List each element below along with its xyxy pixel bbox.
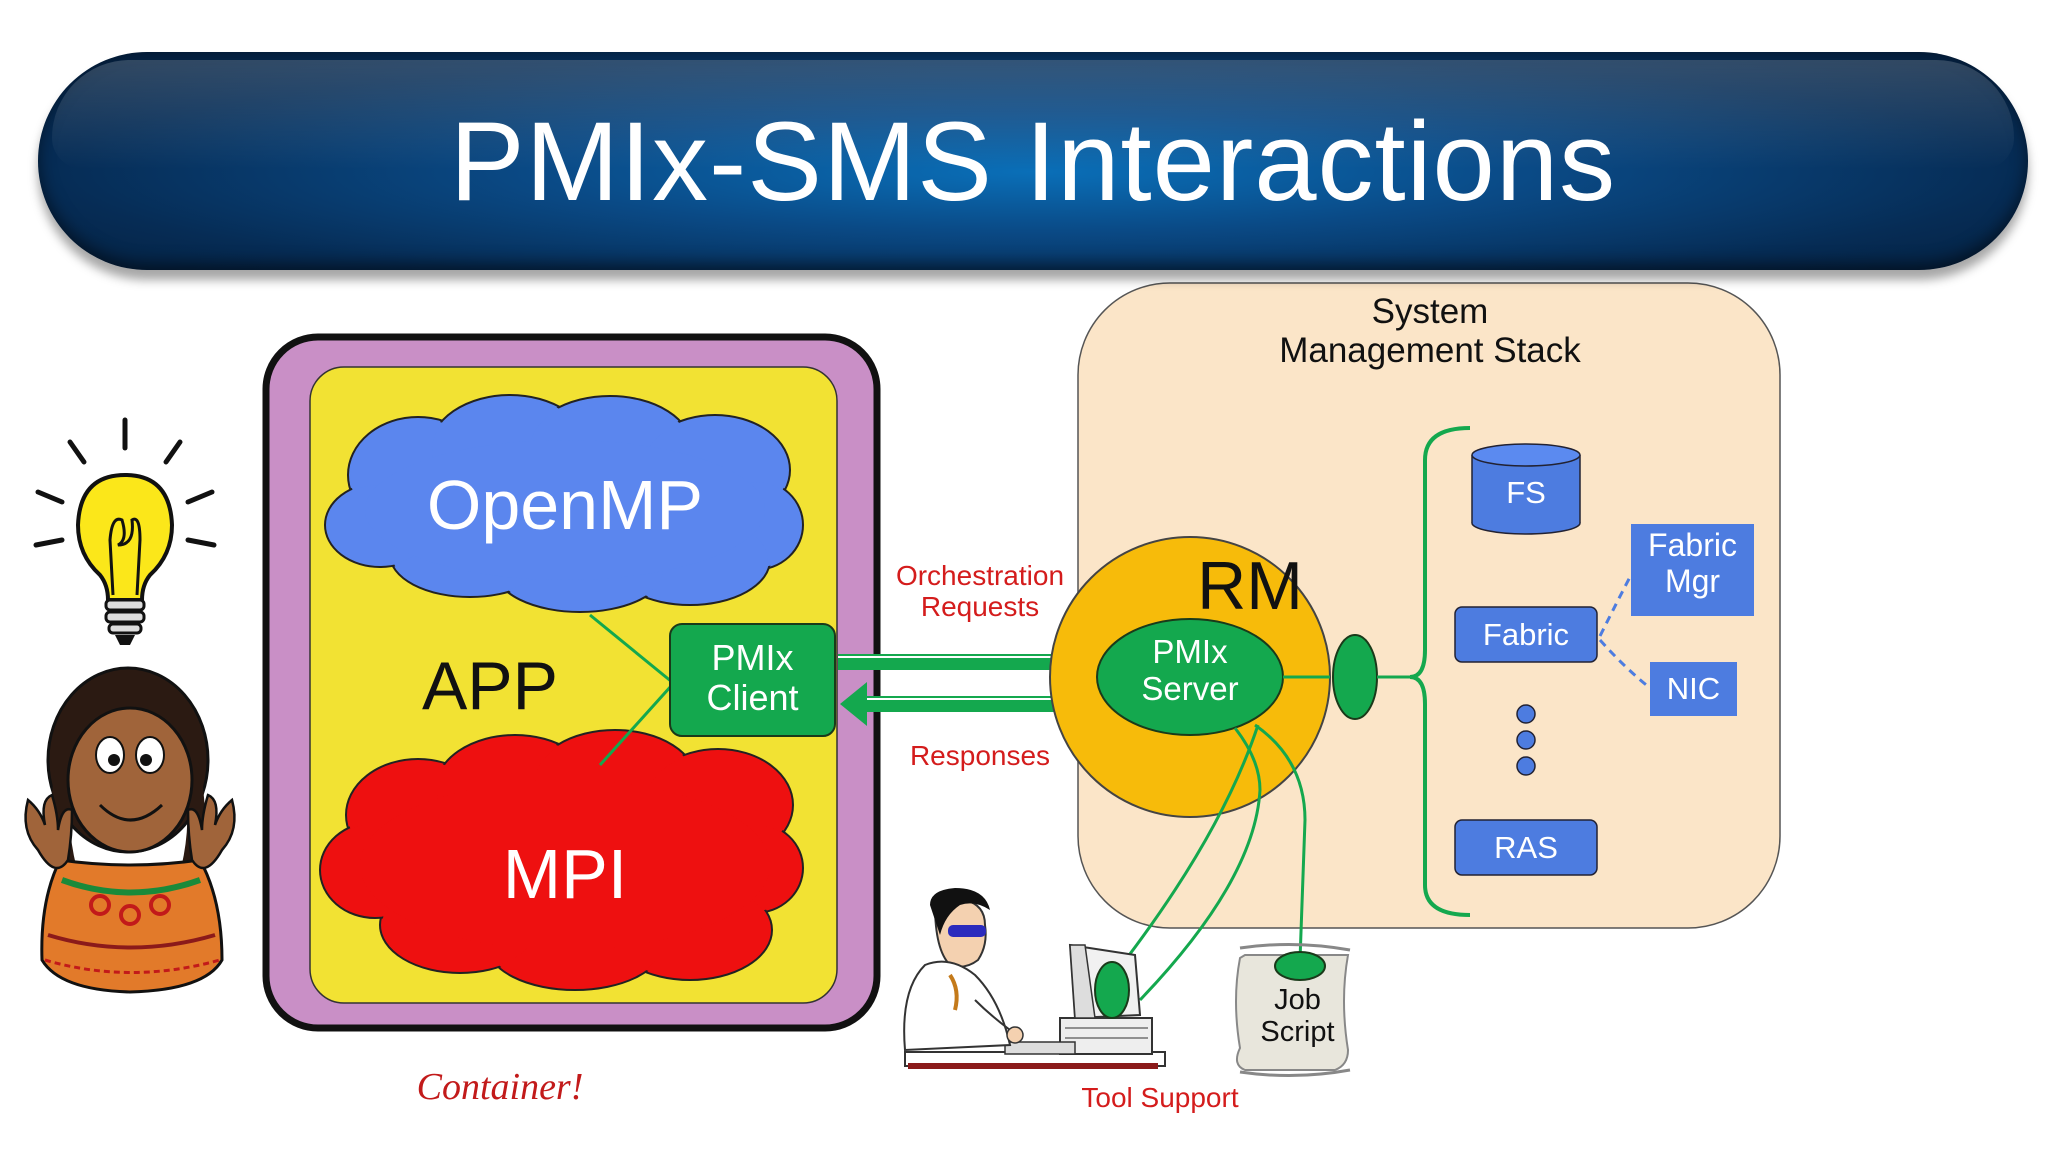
job-script-label: Job Script <box>1260 984 1335 1049</box>
orchestration-requests-label: Orchestration Requests <box>895 560 1065 623</box>
pmix-server-label: PMIx Server <box>1141 633 1239 707</box>
fs-cylinder <box>1471 443 1581 535</box>
app-label: APP <box>421 648 559 724</box>
tool-link-2 <box>1138 727 1262 1002</box>
title-banner: PMIx-SMS Interactions <box>38 52 2028 270</box>
nic-label: NIC <box>1666 671 1721 706</box>
sms-title: System Management Stack <box>1279 292 1581 371</box>
cartoon-woman-illustration <box>24 666 236 994</box>
lightbulb-icon <box>33 417 217 645</box>
fabric-mgr-box <box>1631 524 1754 616</box>
ras-label: RAS <box>1494 830 1558 865</box>
container-caption: Container! <box>416 1066 584 1108</box>
pmix-client-label: PMIx Client <box>706 637 799 719</box>
developer-at-computer-illustration <box>903 888 1166 1069</box>
fabric-label: Fabric <box>1482 617 1570 652</box>
mpi-client-link <box>598 683 674 767</box>
fabric-mgr-label: Fabric Mgr <box>1648 527 1737 599</box>
responses-label: Responses <box>909 740 1051 771</box>
mpi-label: MPI <box>502 835 628 913</box>
tool-support-label: Tool Support <box>1081 1082 1239 1113</box>
job-script-endpoint <box>1274 951 1326 981</box>
rm-label: RM <box>1197 548 1303 624</box>
openmp-label: OpenMP <box>426 466 704 544</box>
more-components-dots <box>1516 704 1536 776</box>
ras-box <box>1454 819 1598 876</box>
pmix-client-box <box>669 623 836 737</box>
fs-label: FS <box>1506 475 1546 510</box>
nic-box <box>1650 662 1737 716</box>
job-script-link <box>1254 723 1307 961</box>
openmp-client-link <box>589 613 673 684</box>
components-bracket <box>1409 426 1471 917</box>
page-title: PMIx-SMS Interactions <box>449 98 1617 224</box>
job-script-scroll <box>1235 942 1351 1078</box>
fabric-box <box>1454 606 1598 663</box>
rm-endpoint <box>1332 634 1378 720</box>
tool-link-1 <box>1108 724 1260 981</box>
